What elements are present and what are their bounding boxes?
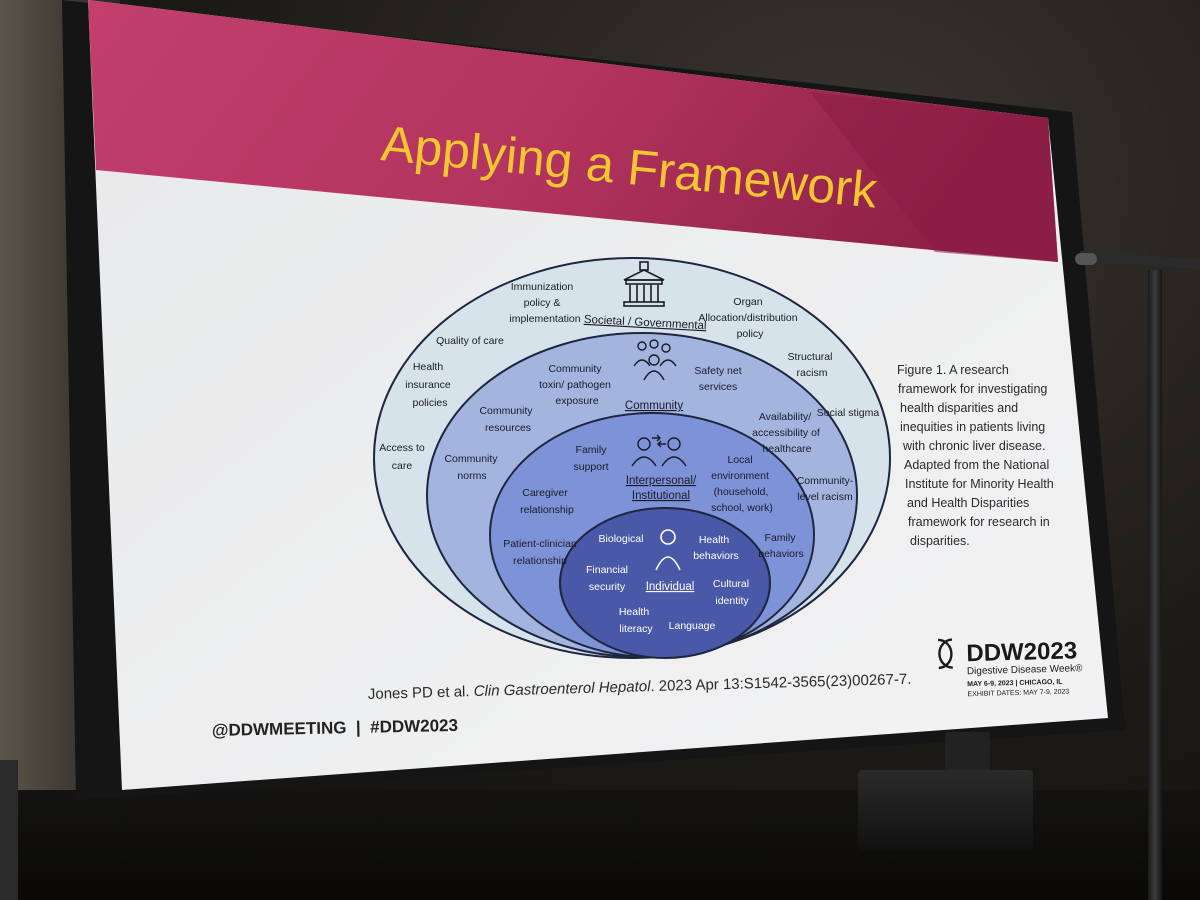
societal-item: Quality of care: [436, 335, 504, 347]
svg-text:Institute for Minority Health: Institute for Minority Health: [905, 477, 1054, 491]
ddw-logo-mark-icon: [937, 638, 953, 670]
community-item: Community-level racism: [797, 475, 854, 503]
person-icon: [655, 529, 681, 571]
header-dark-facet: [810, 92, 1058, 262]
svg-text:health disparities and: health disparities and: [900, 401, 1018, 415]
societal-item: Social stigma: [817, 407, 880, 419]
camera-equipment: [945, 732, 990, 774]
community-label: Community: [625, 400, 683, 412]
av-equipment: [858, 770, 1033, 850]
framework-diagram: Societal / Governmental Community Interp…: [373, 257, 891, 659]
interpersonal-label-1: Interpersonal/: [626, 475, 697, 487]
individual-label: Individual: [646, 581, 695, 593]
figure-caption: Figure 1. A research framework for inves…: [897, 363, 1054, 548]
community-people-icon: [633, 339, 677, 381]
ddw-dates: MAY 6-9, 2023 | CHICAGO, IL: [967, 679, 1063, 689]
slide-header-band: [88, 0, 1058, 262]
individual-item: Language: [669, 620, 716, 632]
interpersonal-people-icon: [631, 434, 687, 467]
podium-edge: [0, 760, 18, 900]
mic-stand-pole: [1148, 270, 1162, 900]
svg-text:Adapted from the National: Adapted from the National: [904, 458, 1049, 472]
svg-text:inequities in patients living: inequities in patients living: [900, 420, 1045, 434]
ddw-subtitle: Digestive Disease Week®: [967, 663, 1083, 677]
ddw-exhibit-dates: EXHIBIT DATES: MAY 7-9, 2023: [967, 689, 1069, 699]
ddw-brand: DDW2023: [966, 637, 1077, 667]
svg-text:and Health Disparities: and Health Disparities: [907, 496, 1029, 510]
interpersonal-label-2: Institutional: [632, 490, 690, 502]
svg-text:Figure 1. A research: Figure 1. A research: [897, 363, 1009, 377]
microphone: [1075, 253, 1097, 265]
individual-item: Biological: [599, 533, 644, 545]
svg-text:disparities.: disparities.: [910, 534, 970, 548]
government-building-icon: [623, 261, 665, 307]
svg-text:framework for investigating: framework for investigating: [898, 382, 1047, 396]
ddw-logo: DDW2023 Digestive Disease Week® MAY 6-9,…: [937, 637, 1083, 699]
svg-text:with chronic liver disease.: with chronic liver disease.: [902, 439, 1045, 453]
ring-individual: [559, 507, 771, 659]
svg-text:framework for research in: framework for research in: [908, 515, 1050, 529]
